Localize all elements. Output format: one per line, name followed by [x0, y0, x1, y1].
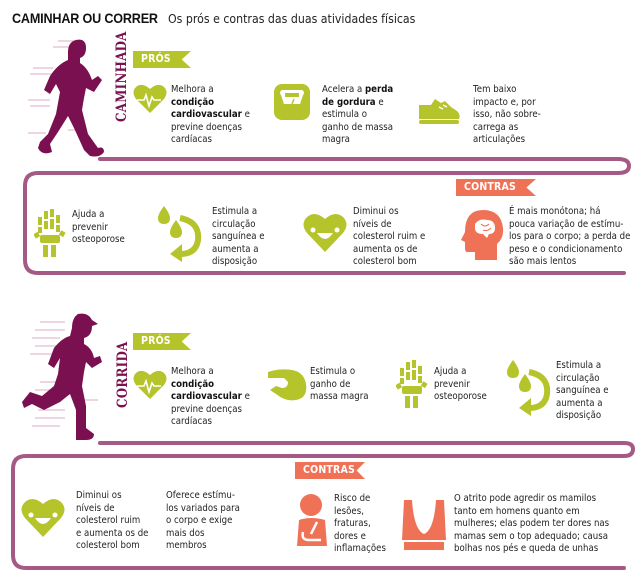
circulation-drops-icon	[158, 206, 202, 262]
running-pro-circulation-text: Estimula a circulação sanguínea e aument…	[556, 360, 609, 422]
smiling-heart-icon	[303, 213, 347, 252]
sports-top-icon	[402, 500, 446, 550]
running-pro-cardio-text: Melhora a condição cardiovascular e prev…	[171, 366, 250, 428]
page-title: CAMINHAR OU CORRER	[12, 10, 158, 26]
running-contras-tag: CONTRAS	[295, 462, 365, 479]
hand-bones-icon	[396, 360, 428, 408]
running-contra-injury-text: Risco de lesões, fraturas, dores e infla…	[334, 493, 386, 555]
walking-pro-cardio-text: Melhora a condição cardiovascular e prev…	[171, 84, 250, 146]
heart-pulse-icon	[133, 370, 167, 399]
running-pro-cholesterol-text: Diminui os níveis de colesterol ruim e a…	[76, 490, 149, 552]
walking-section-label: CAMINHADA	[114, 31, 130, 122]
running-pro-osteoporosis-text: Ajuda a prevenir osteoporose	[434, 366, 487, 403]
walking-pro-fat-loss-text: Acelera a perda de gordura e estimula o …	[322, 84, 394, 146]
running-pro-muscle-text: Estimula o ganho de massa magra	[310, 366, 369, 403]
walking-person-icon	[28, 39, 104, 157]
walking-pro-cholesterol-text: Diminui os níveis de colesterol ruim e a…	[353, 206, 426, 268]
running-section-label: CORRIDA	[115, 341, 131, 408]
shoe-icon	[419, 99, 460, 124]
running-person-icon	[22, 313, 102, 440]
walking-pros-tag: PRÓS	[133, 51, 191, 68]
smiling-heart-icon	[21, 498, 65, 537]
walking-pro-low-impact-text: Tem baixo impacto e, por isso, não sobre…	[473, 84, 541, 146]
walking-pro-circulation-text: Estimula a circulação sanguínea e aument…	[212, 206, 265, 268]
running-pros-tag: PRÓS	[133, 333, 191, 350]
head-brain-icon	[461, 210, 504, 260]
heart-pulse-icon	[133, 84, 167, 113]
hand-bones-icon	[34, 209, 66, 257]
walking-contra-monotonous-text: É mais monótona; há pouca variação de es…	[509, 206, 631, 268]
walking-pro-osteoporosis-text: Ajuda a prevenir osteoporose	[72, 209, 125, 246]
running-pro-varied-stimuli-text: Oferece estímu- los variados para o corp…	[166, 490, 240, 552]
scale-icon	[274, 84, 310, 120]
circulation-drops-icon	[507, 360, 551, 416]
walking-contras-tag: CONTRAS	[456, 179, 536, 196]
page-subtitle: Os prós e contras das duas atividades fí…	[168, 11, 416, 26]
injured-person-icon	[297, 494, 327, 546]
bicep-icon	[268, 369, 307, 401]
running-contra-friction-text: O atrito pode agredir os mamilos tanto e…	[454, 493, 610, 555]
